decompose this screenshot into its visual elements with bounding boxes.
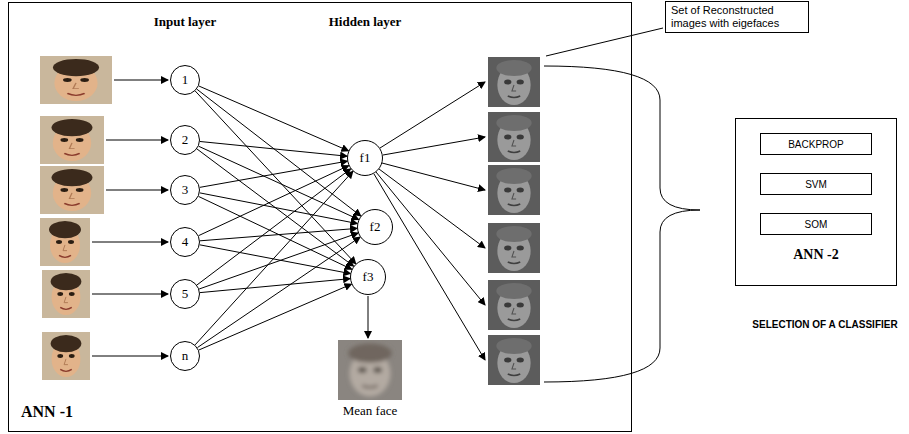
callout-box: Set of Reconstructed images with eigefac…: [665, 1, 809, 33]
neuron-circle: 1: [170, 65, 200, 95]
algorithm-box: BACKPROP: [760, 133, 872, 155]
hidden-name: f3: [363, 269, 374, 285]
algorithm-box: SVM: [760, 173, 872, 195]
layer-label: Hidden layer: [310, 14, 420, 30]
weight-connection: [197, 169, 351, 285]
algorithm-box: SOM: [760, 213, 872, 235]
input-arrow: [106, 140, 168, 141]
image-label: Mean face: [320, 403, 420, 419]
face-photo: [40, 218, 90, 266]
neuron-circle: 2: [170, 125, 200, 155]
eigenface-image: [488, 280, 540, 330]
algorithm-name: BACKPROP: [788, 139, 844, 150]
weight-connection: [200, 279, 350, 293]
neuron-circle: n: [170, 341, 200, 371]
input-number: 4: [182, 234, 189, 250]
face-photo: [40, 116, 104, 164]
eigenface-image: [488, 165, 540, 215]
output-arrow: [380, 82, 485, 148]
hidden-name: f1: [360, 150, 371, 166]
weight-connection: [199, 284, 352, 350]
output-arrow: [374, 174, 485, 360]
neuron-circle: f3: [350, 259, 386, 295]
input-number: 2: [182, 132, 189, 148]
neuron-circle: f2: [357, 209, 393, 245]
face-photo: [40, 56, 112, 104]
input-face: [40, 56, 112, 380]
reconstructed-face: [488, 57, 540, 385]
leader-line: [546, 28, 663, 56]
network-panel: ANN -1 1 2 3 4 5 n f1 f2 f3: [8, 2, 632, 432]
neuron-circle: f1: [347, 140, 383, 176]
input-arrow: [92, 80, 168, 356]
weight-connection: [200, 161, 348, 187]
callout-text: Set of Reconstructed images with eigefac…: [671, 4, 803, 30]
face-photo: [42, 332, 90, 380]
algorithm-name: SVM: [805, 179, 827, 190]
panel-title: ANN -1: [21, 403, 73, 421]
input-number: 1: [182, 72, 189, 88]
mean-arrow: [368, 296, 369, 338]
neuron-circle: 4: [170, 227, 200, 257]
input-arrow: [92, 242, 168, 243]
face-photo: [42, 270, 90, 318]
input-arrow: [106, 190, 168, 191]
neuron-circle: 3: [170, 175, 200, 205]
input-arrow: [92, 356, 168, 357]
input-number: n: [182, 348, 189, 364]
mean-face-image: [338, 340, 402, 400]
eigenface-image: [488, 112, 540, 162]
eigenface-image: [488, 57, 540, 107]
output-arrow: [382, 163, 485, 190]
weight-connection: [200, 141, 347, 156]
layer-label: Input layer: [135, 14, 235, 30]
curly-bracket: [544, 66, 700, 382]
hidden-name: f2: [370, 219, 381, 235]
box-title: ANN -2: [793, 247, 839, 263]
weight-connection: [197, 237, 360, 347]
output-arrow: [383, 137, 485, 155]
classifier-box: ANN -2 BACKPROP SVM SOM: [735, 118, 897, 286]
neuron-circle: 5: [170, 279, 200, 309]
input-arrow: [92, 294, 168, 295]
eigenface-image: [488, 223, 540, 273]
section-label: SELECTION OF A CLASSIFIER: [745, 318, 905, 332]
face-photo: [40, 166, 104, 214]
output-arrow: [376, 172, 485, 305]
input-arrow: [114, 80, 168, 81]
weight-connection: [195, 91, 356, 264]
algorithm-name: SOM: [805, 219, 828, 230]
input-number: 3: [182, 182, 189, 198]
eigenface-image: [488, 335, 540, 385]
input-number: 5: [182, 286, 189, 302]
weight-connection: [200, 228, 357, 240]
